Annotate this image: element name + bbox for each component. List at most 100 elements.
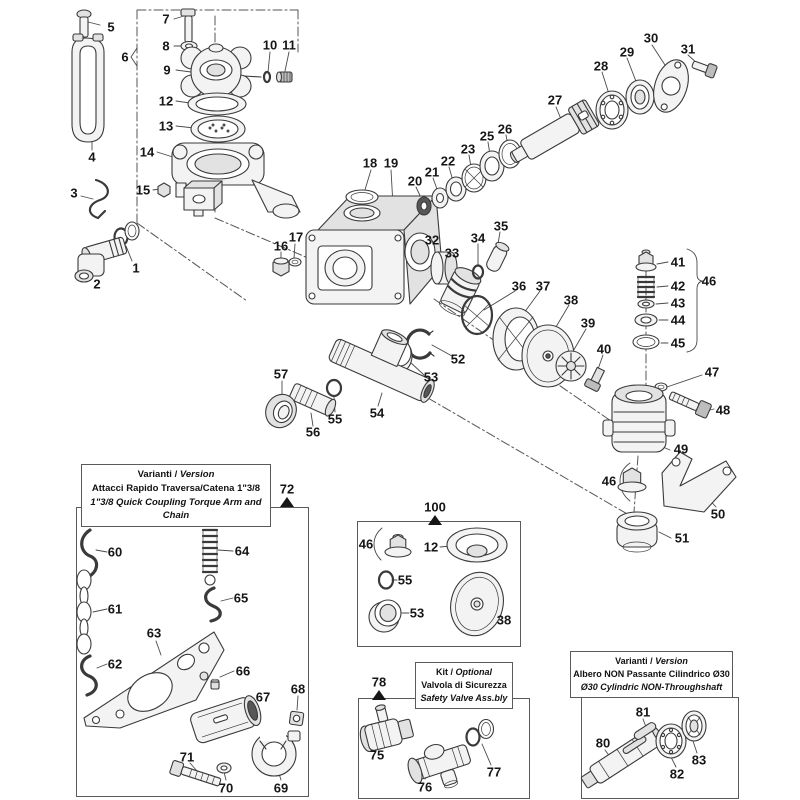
part-28-bearing bbox=[595, 90, 629, 130]
part-label-70: 70 bbox=[218, 780, 234, 796]
part-76-tee-fitting bbox=[407, 743, 471, 789]
part-label-13: 13 bbox=[158, 118, 174, 134]
part-label-38: 38 bbox=[496, 612, 512, 628]
part-label-22: 22 bbox=[440, 153, 456, 169]
part-label-52: 52 bbox=[450, 351, 466, 367]
caption-line: Kit / Optional bbox=[436, 667, 492, 677]
part-label-78: 78 bbox=[371, 674, 387, 690]
part-label-62: 62 bbox=[107, 656, 123, 672]
part-25-ring bbox=[479, 150, 505, 182]
part-label-3: 3 bbox=[70, 185, 78, 201]
part-42-spring bbox=[636, 275, 656, 299]
part-69-clamp bbox=[251, 726, 301, 777]
part-label-9: 9 bbox=[163, 62, 171, 78]
safety-valve-caption: Kit / Optional Valvola di Sicurezza Safe… bbox=[415, 662, 513, 710]
part-label-72: 72 bbox=[279, 481, 295, 497]
caption-line: Safety Valve Ass.bly bbox=[420, 693, 508, 704]
part-2-elbow-fitting bbox=[74, 236, 128, 283]
part-label-6: 6 bbox=[121, 49, 129, 65]
part-67-coupling-sleeve bbox=[190, 695, 262, 744]
part-label-10: 10 bbox=[262, 37, 278, 53]
part-label-65: 65 bbox=[233, 590, 249, 606]
part-label-80: 80 bbox=[595, 735, 611, 751]
part-68-square-nut bbox=[288, 710, 305, 727]
group-marker-triangle bbox=[280, 497, 294, 507]
part-label-17: 17 bbox=[288, 229, 304, 245]
part-54-tee-manifold bbox=[328, 329, 435, 403]
part-label-56: 56 bbox=[305, 424, 321, 440]
part-label-25: 25 bbox=[479, 128, 495, 144]
part-label-55: 55 bbox=[397, 572, 413, 588]
part-label-30: 30 bbox=[643, 30, 659, 46]
part-label-29: 29 bbox=[619, 44, 635, 60]
part-label-11: 11 bbox=[282, 37, 296, 53]
group-marker-triangle bbox=[372, 690, 386, 700]
part-label-14: 14 bbox=[139, 144, 155, 160]
part-label-66: 66 bbox=[235, 663, 251, 679]
part-22-ring bbox=[445, 176, 467, 202]
part-33-piston bbox=[438, 267, 482, 317]
part-label-7: 7 bbox=[162, 11, 170, 27]
part-75-safety-valve bbox=[359, 704, 414, 753]
part-label-39: 39 bbox=[580, 315, 596, 331]
part-label-67: 67 bbox=[255, 689, 271, 705]
part-60-s-clip bbox=[80, 528, 99, 579]
part-55-o-ring bbox=[325, 378, 343, 398]
part-40-bolt bbox=[584, 366, 605, 392]
kit-part-38-diaphragm bbox=[450, 571, 504, 637]
part-label-32: 32 bbox=[424, 232, 440, 248]
part-39-star-wheel bbox=[555, 350, 587, 382]
part-51-cup bbox=[616, 511, 658, 553]
part-23-ring bbox=[461, 163, 487, 193]
caption-line: Albero NON Passante Cilindrico Ø30 bbox=[573, 669, 730, 680]
part-label-49: 49 bbox=[673, 441, 689, 457]
part-label-77: 77 bbox=[486, 764, 502, 780]
part-57-cap-nut bbox=[265, 393, 297, 429]
part-35-pin bbox=[486, 241, 510, 272]
part-11-plug bbox=[275, 71, 293, 83]
part-label-36: 36 bbox=[511, 278, 527, 294]
part-label-76: 76 bbox=[417, 779, 433, 795]
part-7-bolt bbox=[180, 8, 196, 43]
part-20-seal bbox=[416, 196, 432, 216]
part-label-19: 19 bbox=[383, 155, 399, 171]
part-label-40: 40 bbox=[596, 341, 612, 357]
caption-line: Attacci Rapido Traversa/Catena 1"3/8 bbox=[91, 482, 261, 494]
kit-part-53-cup bbox=[368, 599, 402, 633]
part-label-16: 16 bbox=[273, 238, 289, 254]
caption-line: Varianti / Version bbox=[137, 469, 215, 480]
part-48-bolt bbox=[668, 391, 712, 419]
part-label-48: 48 bbox=[715, 402, 731, 418]
part-label-64: 64 bbox=[234, 543, 250, 559]
part-label-26: 26 bbox=[497, 121, 513, 137]
part-34-o-ring bbox=[471, 264, 485, 280]
part-label-53: 53 bbox=[409, 605, 425, 621]
part-50-bracket bbox=[661, 451, 737, 513]
kit-part-12-diaphragm bbox=[446, 527, 508, 563]
part-label-71: 71 bbox=[179, 749, 195, 765]
part-45-o-ring bbox=[632, 334, 660, 350]
part-label-75: 75 bbox=[369, 747, 385, 763]
part-label-50: 50 bbox=[710, 506, 726, 522]
part-21-washer bbox=[431, 187, 449, 209]
part-31-bolt bbox=[691, 60, 718, 79]
part-label-53: 53 bbox=[423, 369, 439, 385]
part-label-69: 69 bbox=[273, 780, 289, 796]
part-label-54: 54 bbox=[369, 405, 385, 421]
part-27-crankshaft bbox=[509, 99, 600, 163]
part-10-o-ring bbox=[262, 70, 272, 84]
part-label-27: 27 bbox=[547, 92, 563, 108]
part-29-seal-ring bbox=[625, 79, 655, 115]
part-label-68: 68 bbox=[290, 681, 306, 697]
part-44-valve-seat bbox=[634, 313, 658, 327]
part-62-s-hook bbox=[80, 654, 98, 697]
part-43-washer bbox=[637, 299, 655, 309]
caption-line: Varianti / Version bbox=[615, 656, 688, 666]
part-label-31: 31 bbox=[680, 41, 696, 57]
part-label-83: 83 bbox=[691, 752, 707, 768]
part-70-washer bbox=[216, 762, 232, 774]
part-label-12: 12 bbox=[158, 93, 174, 109]
part-56-barb-fitting bbox=[289, 383, 337, 417]
part-4-handle bbox=[71, 33, 105, 143]
